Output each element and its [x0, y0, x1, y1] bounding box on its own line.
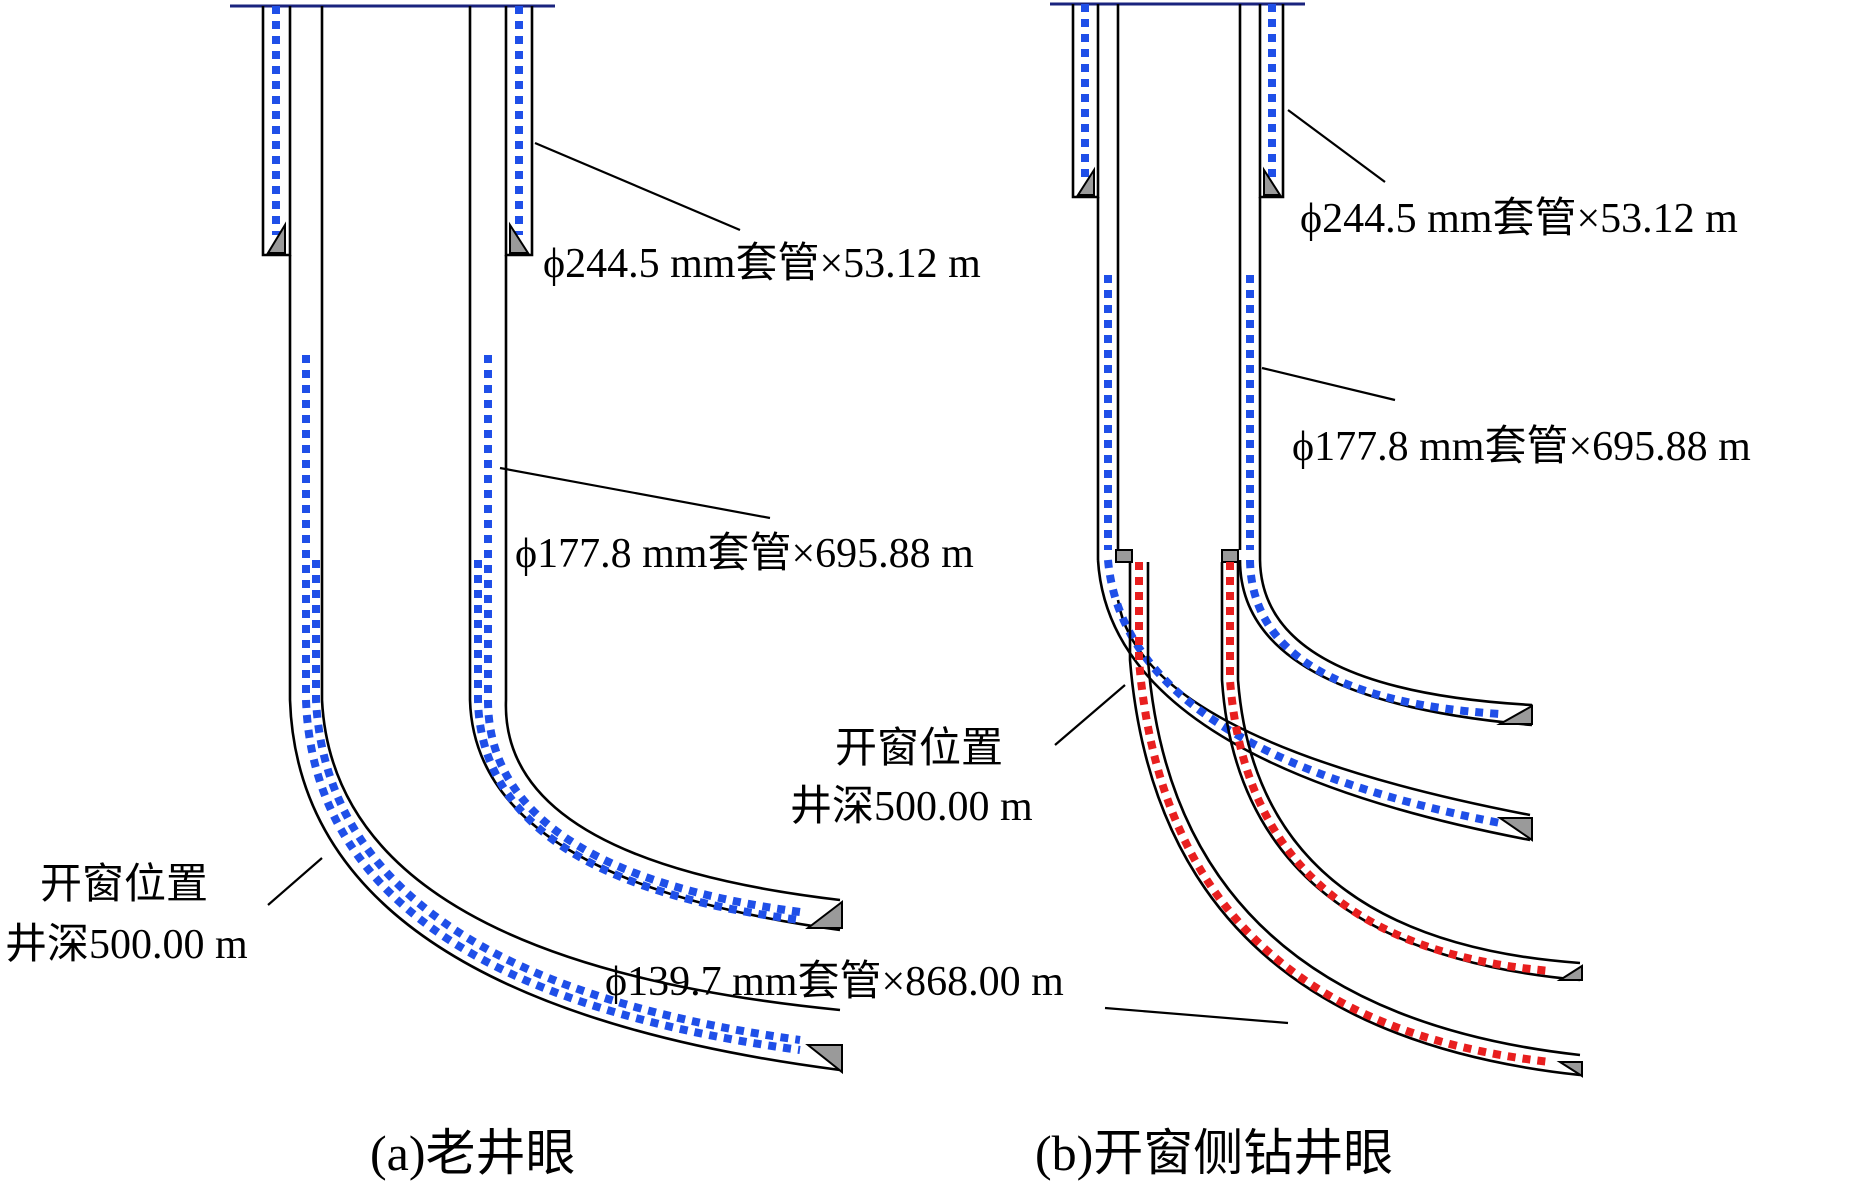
panel-b-window-left: [1115, 549, 1133, 563]
panel-b-casing-139: [1128, 562, 1583, 1078]
panel-a-casing-244: [261, 6, 534, 257]
panel-b-casing-177: [1096, 4, 1533, 842]
panel-a-label-window: 开窗位置: [40, 861, 208, 908]
panel-a-shoe-177-upper: [805, 899, 843, 929]
panel-b-shoe-old-lower: [1496, 817, 1533, 842]
panel-a-caption: (a)老井眼: [370, 1125, 576, 1181]
panel-b-shoe-old-upper: [1496, 704, 1533, 725]
panel-b-label-window: 开窗位置: [835, 725, 1003, 772]
panel-a-shoe-177-lower: [805, 1044, 843, 1075]
panel-b-label-casing-139: ϕ139.7 mm套管×868.00 m: [605, 959, 1064, 1005]
panel-a-label-casing-177: ϕ177.8 mm套管×695.88 m: [515, 531, 974, 577]
panel-b-shoe-139-lower: [1556, 1061, 1583, 1078]
panel-a-label-casing-244: ϕ244.5 mm套管×53.12 m: [543, 241, 981, 287]
panel-a-casing-177: [288, 6, 843, 1075]
panel-a-shoe-244-right: [509, 221, 530, 254]
panel-a-shoe-244-left: [266, 221, 286, 254]
panel-b-caption: (b)开窗侧钻井眼: [1035, 1125, 1393, 1181]
panel-a-old-wellbore: ϕ244.5 mm套管×53.12 m ϕ177.8 mm套管×695.88 m…: [5, 4, 981, 1181]
panel-b-label-casing-244: ϕ244.5 mm套管×53.12 m: [1300, 196, 1738, 242]
panel-b-window-right: [1221, 549, 1239, 563]
panel-b-shoe-244-right: [1263, 166, 1282, 196]
panel-b-shoe-139-upper: [1556, 964, 1583, 981]
panel-a-label-window-depth: 井深500.00 m: [5, 922, 248, 968]
panel-b-label-window-depth: 井深500.00 m: [790, 784, 1033, 830]
panel-b-label-casing-177: ϕ177.8 mm套管×695.88 m: [1292, 424, 1751, 470]
panel-b-casing-244: [1071, 4, 1285, 199]
panel-b-shoe-244-left: [1076, 166, 1095, 196]
panel-b-sidetrack-wellbore: ϕ244.5 mm套管×53.12 m ϕ177.8 mm套管×695.88 m…: [605, 2, 1751, 1181]
